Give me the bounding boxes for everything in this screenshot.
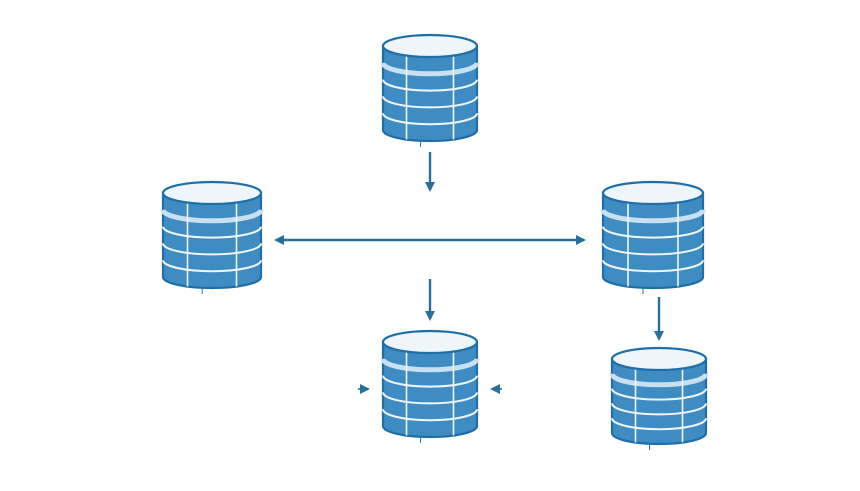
database-band (162, 259, 262, 273)
database-band (609, 373, 709, 388)
database-top (381, 329, 479, 355)
database-top (381, 33, 479, 59)
database-body (601, 191, 705, 290)
database-top (161, 180, 263, 206)
database-band (162, 226, 262, 239)
database-band (162, 243, 262, 256)
database-band (380, 62, 480, 77)
database-band (602, 243, 704, 256)
database-band (602, 259, 704, 273)
database-band (382, 112, 478, 126)
database-icon (160, 180, 264, 294)
database-band (382, 408, 478, 422)
database-band (382, 79, 478, 92)
database-band (611, 388, 707, 401)
database-icon (600, 180, 706, 294)
database-band (160, 209, 264, 224)
database-band (600, 209, 706, 224)
database-band (611, 417, 707, 431)
database-band (611, 403, 707, 416)
database-band (382, 96, 478, 109)
database-body (610, 357, 708, 446)
nodes-layer (160, 33, 709, 450)
database-band (382, 392, 478, 405)
database-body (161, 191, 263, 290)
database-icon (380, 329, 480, 443)
database-icon (609, 346, 709, 450)
database-top (610, 346, 708, 372)
database-band (382, 375, 478, 388)
database-band (380, 358, 480, 373)
database-band (602, 226, 704, 239)
database-body (381, 44, 479, 143)
edges-layer (274, 152, 664, 341)
database-icon (380, 33, 480, 147)
database-top (601, 180, 705, 206)
database-body (381, 340, 479, 439)
